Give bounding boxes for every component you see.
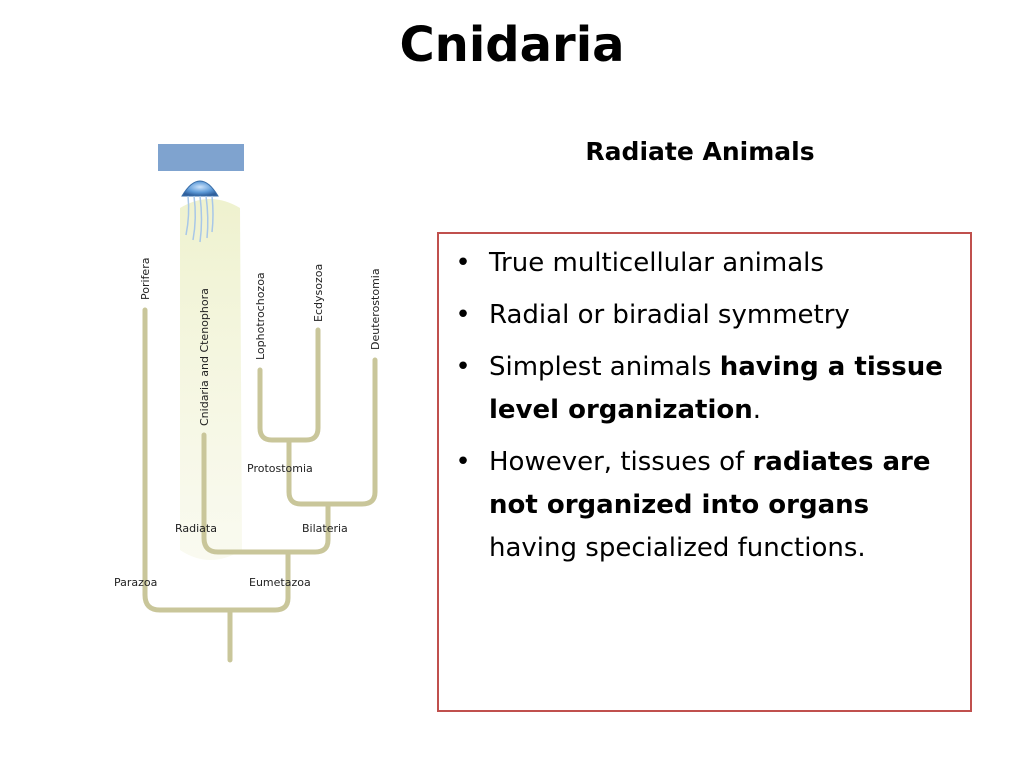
bullet-item-1: • True multicellular animals bbox=[453, 242, 950, 285]
bullet-text: Radial or biradial symmetry bbox=[489, 300, 850, 330]
bullet-text-bold: radiates are not organized into organs bbox=[489, 447, 931, 520]
phylogenetic-tree: Porifera Cnidaria and Ctenophora Lophotr… bbox=[100, 130, 430, 690]
bullet-text-post: . bbox=[752, 395, 762, 425]
bullet-marker: • bbox=[455, 447, 471, 477]
label-porifera: Porifera bbox=[139, 258, 152, 300]
bullet-marker: • bbox=[455, 300, 471, 330]
bullet-item-4: • However, tissues of radiates are not o… bbox=[453, 441, 950, 570]
highlight-rectangle bbox=[158, 144, 244, 171]
jellyfish-icon bbox=[181, 180, 219, 243]
label-eumetazoa: Eumetazoa bbox=[249, 576, 311, 589]
label-cnidaria-ctenophora: Cnidaria and Ctenophora bbox=[198, 288, 211, 426]
label-ecdysozoa: Ecdysozoa bbox=[312, 264, 325, 322]
bullet-item-2: • Radial or biradial symmetry bbox=[453, 294, 950, 337]
bullet-marker: • bbox=[455, 352, 471, 382]
subtitle: Radiate Animals bbox=[585, 137, 815, 166]
bullet-box: • True multicellular animals • Radial or… bbox=[437, 232, 972, 712]
bullet-text-post: having specialized functions. bbox=[489, 533, 866, 563]
bullet-list: • True multicellular animals • Radial or… bbox=[439, 234, 970, 570]
label-bilateria: Bilateria bbox=[302, 522, 348, 535]
bullet-text-bold: having a tissue level organization bbox=[489, 352, 943, 425]
bullet-item-3: • Simplest animals having a tissue level… bbox=[453, 346, 950, 432]
bullet-text-pre: Simplest animals bbox=[489, 352, 720, 382]
bullet-text: True multicellular animals bbox=[489, 248, 824, 278]
label-lophotrochozoa: Lophotrochozoa bbox=[254, 272, 267, 360]
label-deuterostomia: Deuterostomia bbox=[369, 268, 382, 350]
label-radiata: Radiata bbox=[175, 522, 217, 535]
bullet-marker: • bbox=[455, 248, 471, 278]
tree-branches bbox=[142, 307, 378, 663]
tree-diagram: Porifera Cnidaria and Ctenophora Lophotr… bbox=[114, 144, 382, 663]
label-parazoa: Parazoa bbox=[114, 576, 157, 589]
slide-title: Cnidaria bbox=[399, 17, 625, 73]
label-protostomia: Protostomia bbox=[247, 462, 313, 475]
cnidaria-glow bbox=[180, 199, 242, 560]
bullet-text-pre: However, tissues of bbox=[489, 447, 753, 477]
